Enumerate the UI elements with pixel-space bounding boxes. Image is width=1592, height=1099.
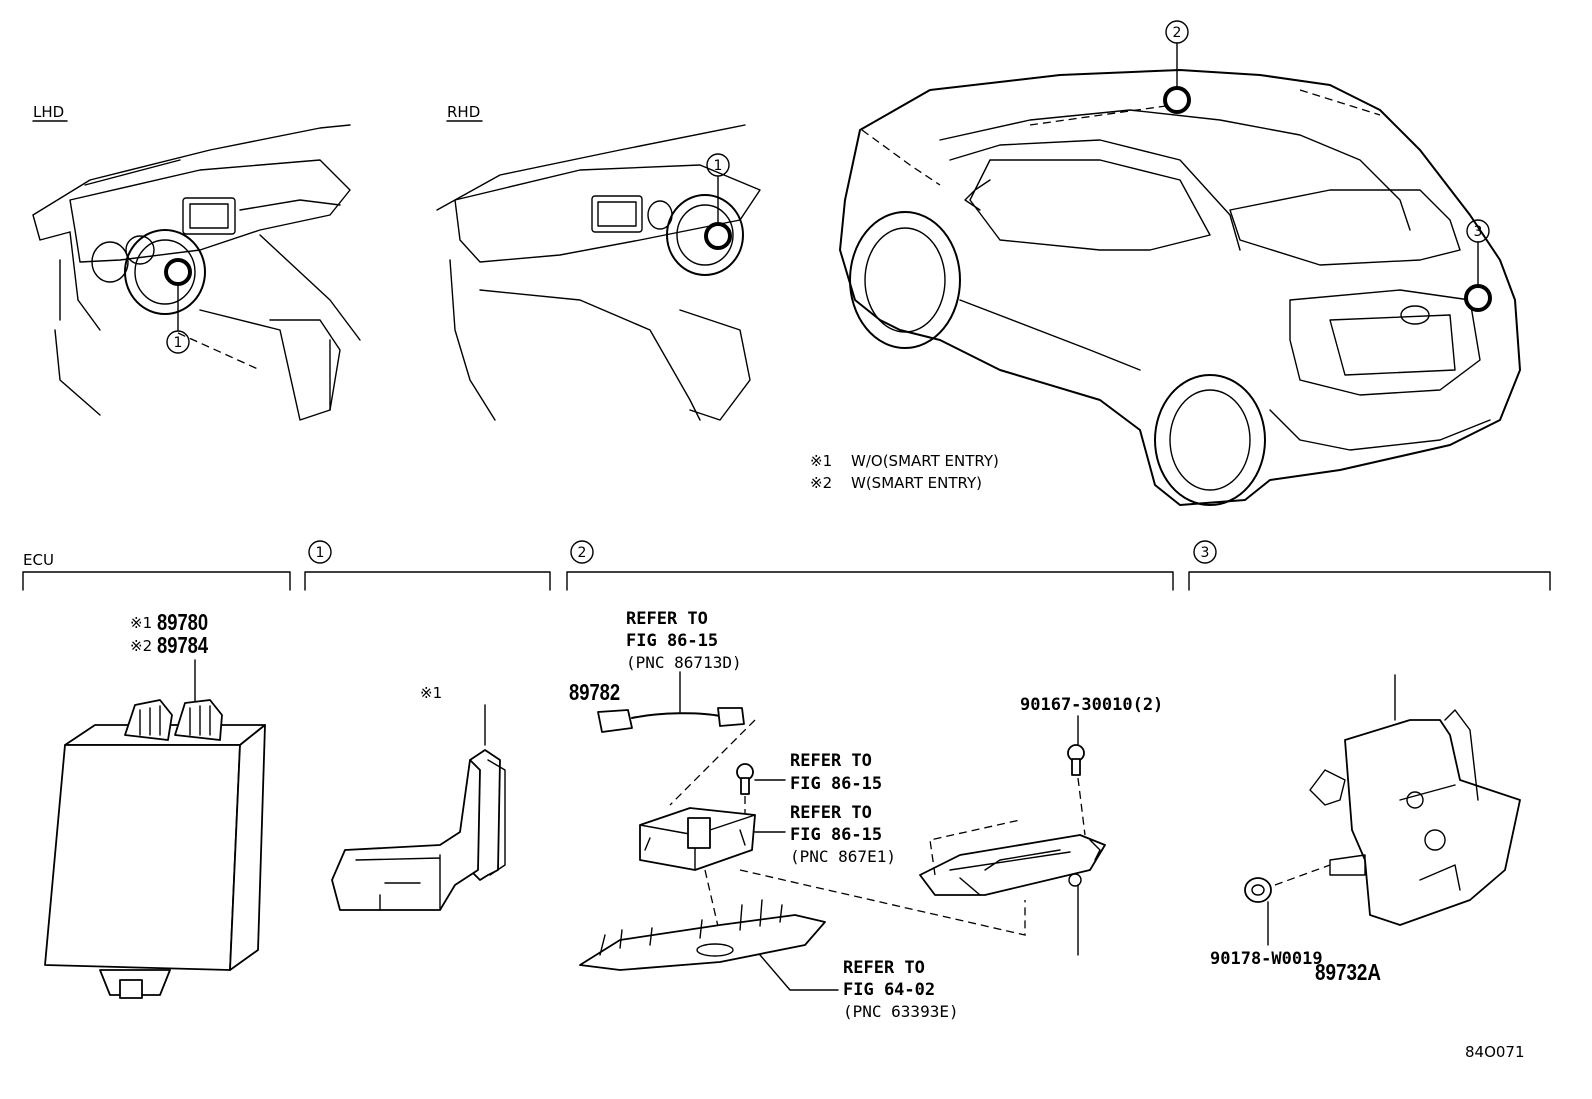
section-1-circle	[308, 540, 332, 564]
section-2-label: 2	[578, 545, 587, 561]
section-1-part-89782: 89782	[569, 680, 620, 705]
figure-id: 84O071	[1465, 1043, 1525, 1061]
section-2-parts: REFER TO FIG 86-15 (PNC 86713D) REFER TO…	[579, 609, 1381, 1021]
lock-actuator-drawing	[1309, 709, 1521, 926]
rhd-label: RHD	[447, 103, 480, 121]
antenna-part-89732A: 89732A	[1315, 960, 1381, 985]
lhd-dashboard-drawing: 1	[32, 124, 361, 421]
vehicle-callout-3-circle	[1466, 219, 1490, 243]
ref-3-line-1: REFER TO	[790, 803, 872, 823]
section-1-bracket	[304, 571, 551, 591]
lhd-location-marker	[164, 258, 192, 286]
ref-2-line-2: FIG 86-15	[790, 774, 882, 794]
wire-harness-drawing	[597, 707, 745, 733]
lhd-label: LHD	[33, 103, 64, 121]
bracket-sensor-drawing	[331, 749, 506, 911]
vehicle-callout-2: 2	[1173, 25, 1182, 41]
section-1-part: ※1 89782	[331, 680, 620, 911]
lhd-callout-1-circle	[166, 330, 190, 354]
vehicle-view: 2 3	[839, 20, 1521, 506]
note-2-text: W(SMART ENTRY)	[851, 474, 982, 492]
section-headers: ECU 1 2 3	[22, 540, 1551, 591]
vehicle-callout-3: 3	[1474, 224, 1483, 240]
lhd-dashboard-view: LHD 1	[32, 103, 361, 421]
section-ecu-bracket	[22, 571, 291, 591]
screw-drawing-left	[736, 763, 754, 795]
section-3-parts: 89040 90178-W0019	[1210, 674, 1521, 969]
ref-1-line-3: (PNC 86713D)	[626, 653, 742, 672]
variant-notes: ※1 W/O(SMART ENTRY) ※2 W(SMART ENTRY)	[810, 452, 999, 492]
ref-4-line-2: FIG 64-02	[843, 980, 935, 1000]
section-1-label: 1	[316, 545, 325, 561]
vehicle-drawing	[839, 69, 1521, 506]
ref-1-line-1: REFER TO	[626, 609, 708, 629]
vehicle-location-marker-3	[1464, 284, 1492, 312]
receiver-module-drawing	[639, 807, 756, 871]
rhd-location-marker	[704, 222, 732, 250]
ref-1-line-2: FIG 86-15	[626, 631, 718, 651]
lhd-callout-1: 1	[174, 335, 183, 351]
section-2-bracket	[566, 571, 1174, 591]
ref-4-line-1: REFER TO	[843, 958, 925, 978]
vehicle-location-marker-2	[1163, 86, 1191, 114]
clip-drawing	[1244, 877, 1272, 903]
section-3-label: 3	[1201, 545, 1210, 561]
rhd-dashboard-drawing: 1	[436, 124, 761, 421]
ecu-mark-2: ※2	[130, 637, 152, 655]
note-1-text: W/O(SMART ENTRY)	[851, 452, 999, 470]
ecu-mark-1: ※1	[130, 614, 152, 632]
rhd-callout-1: 1	[714, 158, 723, 174]
ref-3-line-2: FIG 86-15	[790, 825, 882, 845]
ecu-unit-drawing	[44, 699, 266, 999]
antenna-drawing	[919, 834, 1106, 896]
note-2-mark: ※2	[810, 474, 832, 492]
ref-2-line-1: REFER TO	[790, 751, 872, 771]
section-3-bracket	[1188, 571, 1551, 591]
screw-drawing-right	[1067, 744, 1085, 776]
ref-4-line-3: (PNC 63393E)	[843, 1002, 959, 1021]
ecu-part-89780: 89780	[157, 610, 208, 635]
trim-cover-drawing	[579, 899, 826, 971]
rhd-callout-1-circle	[706, 153, 730, 177]
vehicle-callout-2-circle	[1165, 20, 1189, 44]
ecu-section: ※1 89780 ※2 89784	[44, 610, 266, 999]
section-ecu-label: ECU	[23, 551, 54, 569]
section-2-circle	[570, 540, 594, 564]
antenna-screw-part: 90167-30010(2)	[1020, 695, 1163, 715]
ref-3-line-3: (PNC 867E1)	[790, 847, 896, 866]
note-1-mark: ※1	[810, 452, 832, 470]
ecu-part-89784: 89784	[157, 633, 209, 658]
section-3-circle	[1193, 540, 1217, 564]
section-3-clip-part: 90178-W0019	[1210, 949, 1323, 969]
rhd-dashboard-view: RHD 1	[436, 103, 761, 421]
section-1-mark: ※1	[420, 684, 442, 702]
